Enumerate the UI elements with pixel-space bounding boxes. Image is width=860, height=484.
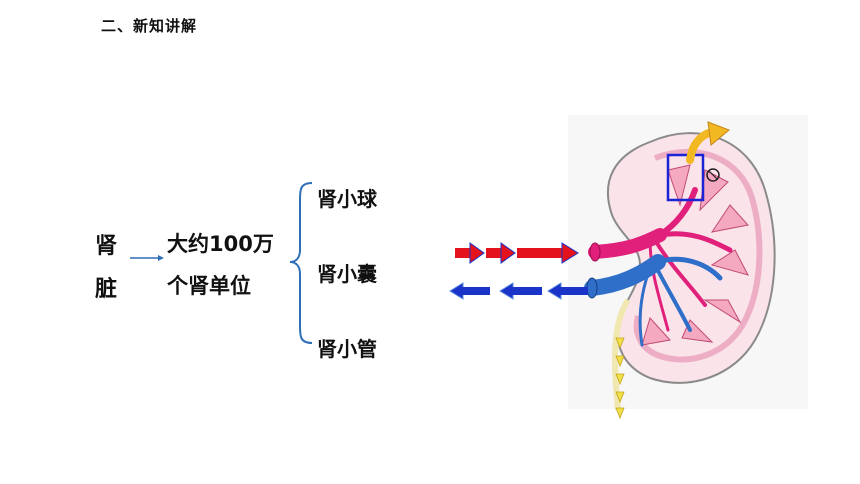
organ-label-char-1: 肾 — [95, 234, 118, 259]
inflow-arrow — [517, 242, 579, 264]
nephron-highlight-box — [666, 153, 705, 202]
outflow-arrows — [449, 282, 588, 300]
outflow-arrow — [499, 282, 542, 300]
nephron-count-line-1: 大约100万 — [167, 232, 274, 256]
curly-bracket — [289, 182, 313, 344]
outflow-arrow — [449, 282, 490, 300]
ureter-flow-arrows — [615, 337, 625, 420]
renal-vein — [584, 254, 723, 347]
inflow-arrow — [486, 242, 516, 264]
exit-arrow — [686, 121, 730, 164]
magnifier-circle — [706, 168, 720, 182]
kidney-cortex — [633, 148, 763, 363]
section-title: 二、新知讲解 — [101, 17, 198, 35]
vein-opening — [586, 277, 598, 299]
artery-opening — [589, 242, 601, 262]
nephron-count-line-2: 个肾单位 — [167, 274, 251, 298]
inflow-arrows — [455, 242, 579, 264]
inflow-arrow — [455, 242, 485, 264]
organ-label-char-2: 脏 — [95, 277, 118, 302]
part-label-tubule: 肾小管 — [317, 337, 377, 361]
part-label-glomerulus: 肾小球 — [317, 187, 377, 211]
outflow-arrow — [547, 282, 588, 300]
renal-pyramids — [641, 164, 749, 346]
part-label-capsule: 肾小囊 — [317, 262, 377, 286]
renal-artery — [588, 187, 733, 332]
connector-arrow — [130, 255, 164, 261]
